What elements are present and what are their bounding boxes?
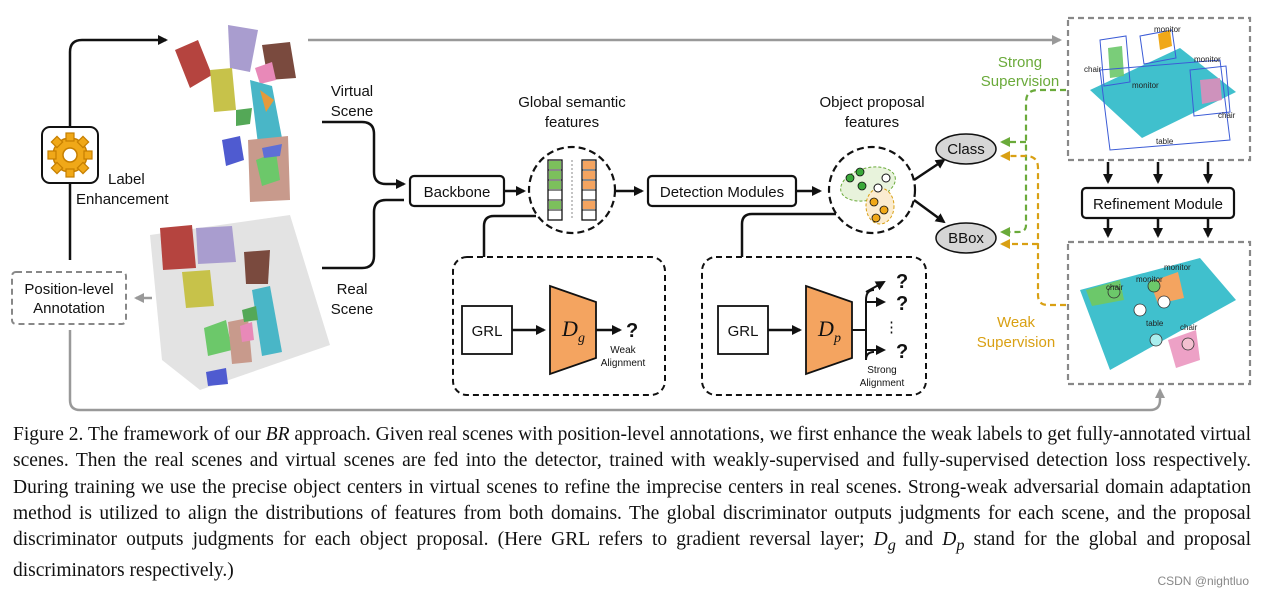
caption-dg: D [873, 529, 888, 551]
bbox-label: BBox [948, 230, 984, 247]
features-to-grl-arrow [479, 214, 536, 298]
proposal-to-bbox-arrow [913, 198, 946, 224]
global-features-line2: features [545, 114, 599, 131]
grl-label-2: GRL [728, 323, 759, 340]
caption-part-3: and [895, 529, 943, 551]
strong-supervision-line [1000, 88, 1066, 237]
class-node [935, 133, 997, 165]
real-scene-line2: Scene [331, 301, 374, 318]
strong-alignment-vdots: ⋮ [884, 319, 899, 336]
dp-arrow-1 [865, 281, 886, 293]
gear-icon [41, 126, 99, 184]
dg-symbol: D [561, 316, 578, 341]
weak-alignment-qmark: ? [626, 320, 638, 342]
detection-modules-label: Detection Modules [660, 184, 784, 201]
position-annotation-box [11, 271, 127, 325]
position-annotation-line2: Annotation [33, 300, 105, 317]
strong-alignment-qmark-3: ? [896, 341, 908, 363]
position-annotation-line1: Position-level [24, 281, 113, 298]
label-enhancement-line2: Enhancement [76, 191, 169, 208]
label-enhancement-line1: Label [108, 171, 145, 188]
strong-supervision-line1: Strong [998, 54, 1042, 71]
caption-dp: D [942, 529, 957, 551]
virtual-scene-line2: Scene [331, 103, 374, 120]
real-scene-image [150, 215, 330, 390]
weak-supervision-line2: Supervision [977, 334, 1055, 351]
virtual-monitor-label-3: monitor [1132, 81, 1159, 90]
real-monitor-label-1: monitor [1164, 263, 1191, 272]
strong-alignment-qmark-1: ? [896, 271, 908, 293]
virtual-to-backbone-line [322, 120, 406, 189]
caption-part-2: approach. Given real scenes with positio… [13, 424, 1252, 551]
virtual-table-label: table [1156, 137, 1174, 146]
real-result-image [1080, 258, 1236, 370]
virtual-result-image [1090, 29, 1236, 151]
real-table-label: table [1146, 319, 1164, 328]
proposal-to-grl-arrow [737, 212, 836, 298]
global-features-line1: Global semantic [518, 94, 626, 111]
backbone-label: Backbone [424, 184, 491, 201]
dp-subscript: p [833, 331, 841, 346]
dp-symbol: D [817, 316, 834, 341]
annotation-to-refine-arrow [68, 330, 1165, 412]
virtual-chair-label-2: chair [1218, 111, 1236, 120]
strong-alignment-line2: Alignment [860, 378, 905, 389]
caption-dp-sub: p [956, 536, 965, 555]
class-label: Class [947, 141, 985, 158]
watermark: CSDN @nightluo [1157, 574, 1249, 588]
refinement-module-label: Refinement Module [1093, 196, 1223, 213]
global-discriminator-shape [549, 284, 597, 376]
strong-alignment-line1: Strong [867, 365, 896, 376]
virtual-chair-label-1: chair [1084, 65, 1102, 74]
weak-alignment-line1: Weak [610, 345, 636, 356]
virtual-scene-image [175, 25, 296, 202]
figure-caption: Figure 2. The framework of our BR approa… [13, 422, 1251, 585]
weak-supervision-line [1000, 151, 1066, 307]
framework-diagram: Label Enhancement Position-level Annotat… [11, 16, 1252, 412]
caption-part-1: Figure 2. The framework of our [13, 424, 266, 445]
grl-label-1: GRL [472, 323, 503, 340]
proposal-discriminator-shape [805, 284, 853, 376]
proposal-features-line2: features [845, 114, 899, 131]
grl-box-1 [461, 305, 513, 355]
caption-part-4: stand for the global and proposal discri… [13, 529, 1251, 582]
bbox-node [935, 222, 997, 254]
real-monitor-label-2: monitor [1136, 275, 1163, 284]
virtual-monitor-label-2: monitor [1194, 55, 1221, 64]
enhance-up-arrow [68, 35, 168, 260]
global-features-icon [527, 145, 617, 235]
real-to-backbone-line [322, 198, 404, 270]
weak-alignment-line2: Alignment [601, 358, 646, 369]
proposal-to-class-arrow [913, 158, 946, 182]
real-scene-line1: Real [337, 281, 368, 298]
virtual-monitor-label-1: monitor [1154, 25, 1181, 34]
strong-alignment-qmark-2: ? [896, 293, 908, 315]
virtual-scene-line1: Virtual [331, 83, 373, 100]
weak-supervision-line1: Weak [997, 314, 1036, 331]
strong-supervision-line2: Supervision [981, 73, 1059, 90]
caption-dg-sub: g [887, 536, 896, 555]
real-chair-label-1: chair [1106, 283, 1124, 292]
real-chair-label-2: chair [1180, 323, 1198, 332]
proposal-features-icon [827, 145, 917, 235]
caption-br: BR [265, 424, 290, 445]
proposal-features-line1: Object proposal [819, 94, 924, 111]
dg-subscript: g [578, 331, 585, 346]
